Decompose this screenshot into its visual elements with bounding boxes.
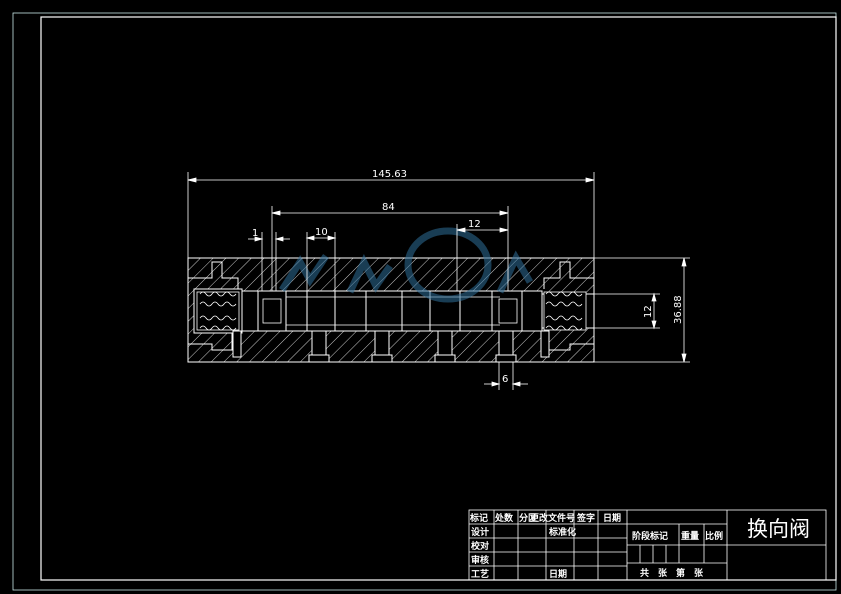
tb-header-sign: 签字: [576, 512, 595, 524]
left-spring-chamber: [193, 288, 243, 334]
tb-standard-label: 标准化: [548, 526, 576, 538]
tb-header-zone: 分区: [519, 512, 537, 524]
tb-header-mark: 标记: [469, 512, 488, 524]
tb-weight-label: 重量: [681, 530, 699, 542]
tb-header-change-doc: 更改文件号: [530, 512, 575, 524]
drawing-title: 换向阀: [747, 517, 810, 541]
dim-overall-length: 145.63: [372, 169, 407, 180]
spool-land-1: [257, 290, 287, 332]
lower-ports: [232, 330, 550, 363]
tb-header-date: 日期: [603, 512, 621, 524]
left-spring: [196, 291, 240, 331]
dimension-lines: [187, 172, 690, 390]
spool-land-3: [365, 290, 403, 332]
title-block: [468, 509, 827, 581]
right-spring: [543, 291, 587, 331]
valve-body-section: [187, 257, 595, 363]
dim-groove-gap: 1: [252, 228, 258, 239]
dim-right-offset: 12: [468, 219, 481, 230]
tb-scale-label: 比例: [705, 530, 723, 542]
tb-date-label: 日期: [549, 568, 567, 580]
dim-bore-dia: 12: [643, 305, 654, 318]
tb-row-check: 校对: [471, 540, 489, 552]
tb-row-process: 工艺: [471, 568, 489, 580]
tb-stage-label: 阶段标记: [632, 530, 668, 542]
dim-center-span: 84: [382, 202, 395, 213]
tb-row-review: 审核: [471, 554, 489, 566]
tb-sheets-label: 共 张 第 张: [640, 567, 704, 579]
spool-land-2: [306, 290, 336, 332]
dim-land-width: 10: [315, 227, 328, 238]
tb-header-count: 处数: [494, 512, 514, 524]
dim-body-height: 36.88: [673, 295, 684, 324]
watermark-logo: [279, 227, 534, 303]
inner-frame: [40, 16, 837, 581]
dim-port-width: 6: [502, 374, 508, 385]
tb-row-design: 设计: [471, 526, 489, 538]
